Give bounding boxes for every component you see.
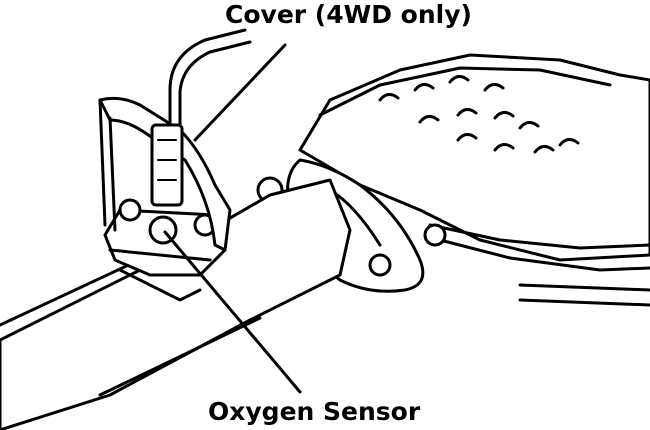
catalytic-converter (298, 53, 650, 307)
oxygen-sensor-label: Oxygen Sensor (208, 397, 421, 426)
sensor-flange (103, 198, 227, 302)
cover-label: Cover (4WD only) (225, 0, 472, 29)
oxygen-sensor (150, 28, 252, 207)
sensor-leader-line (163, 230, 302, 394)
cover-leader-line (193, 43, 287, 142)
